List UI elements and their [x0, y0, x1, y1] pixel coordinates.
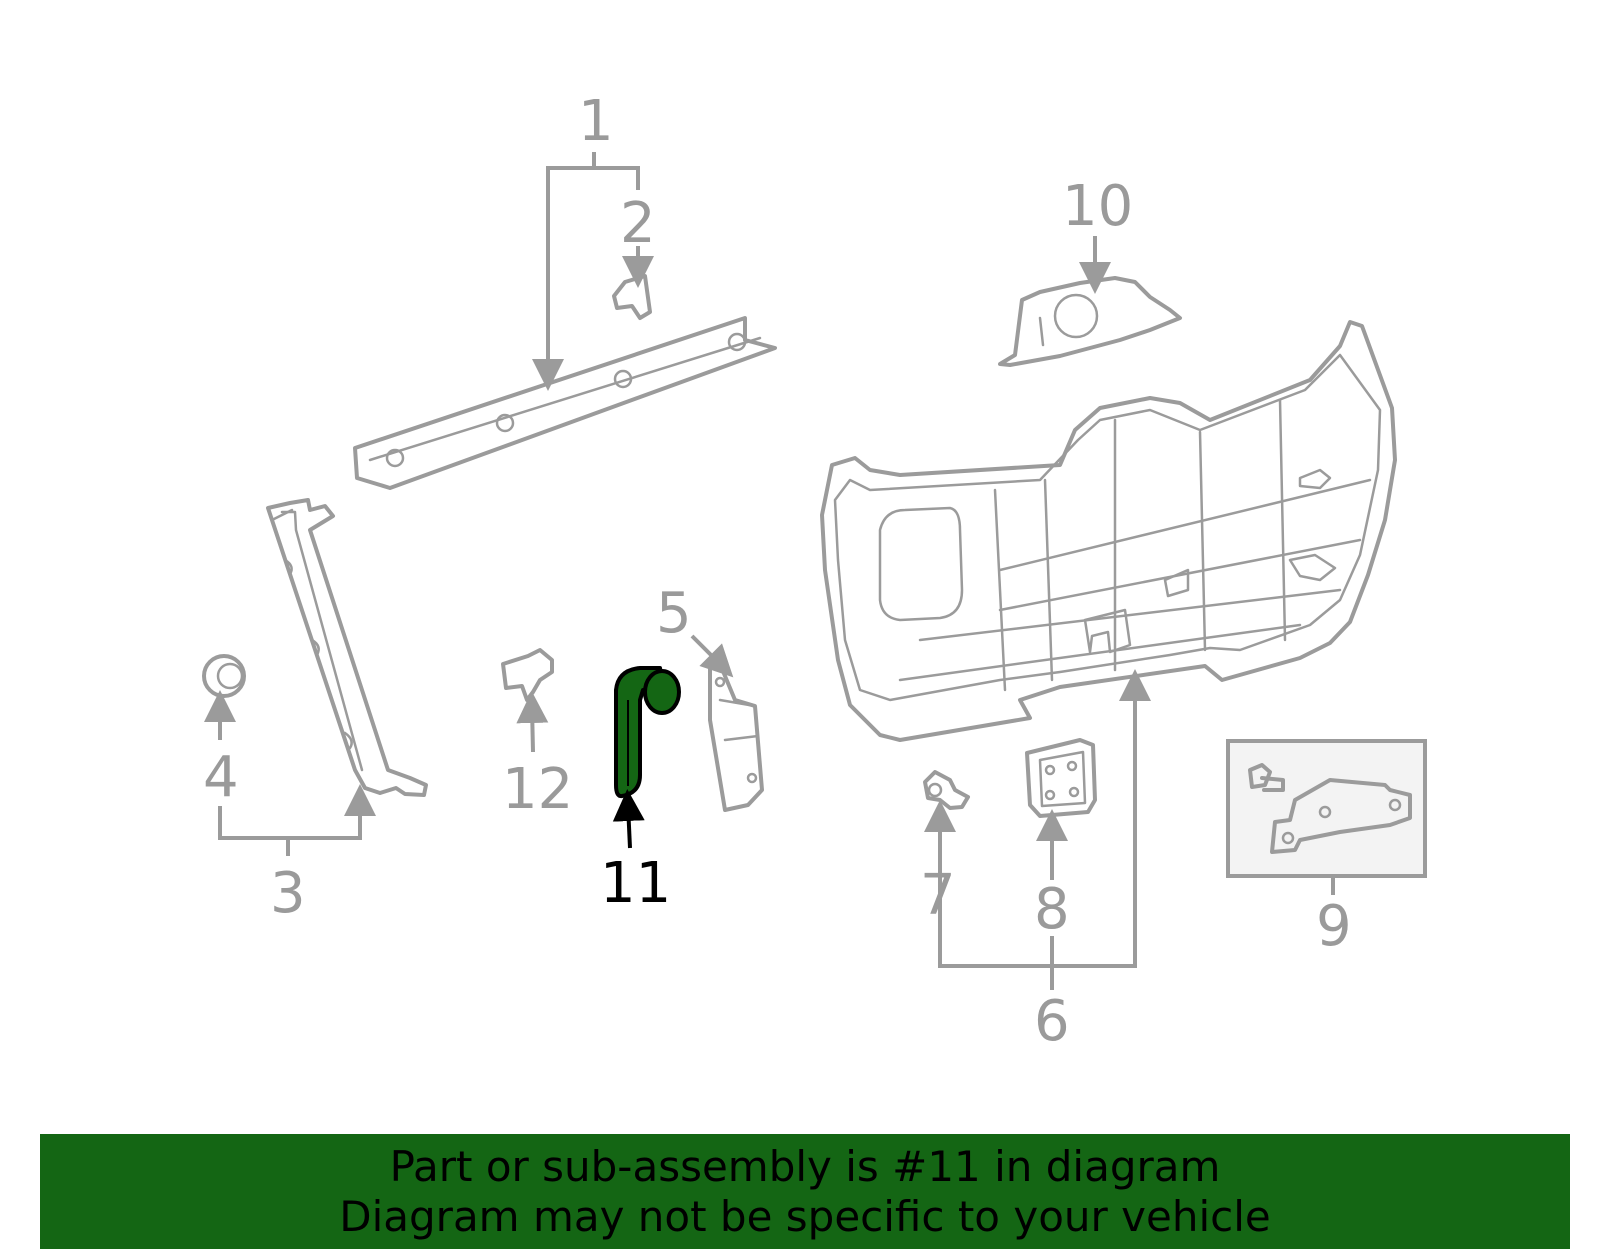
callout-10: 10 — [1062, 174, 1133, 239]
part-7-clip[interactable] — [923, 770, 970, 810]
callout-6: 6 — [1034, 989, 1070, 1054]
part-6-main-trim-panel[interactable] — [820, 320, 1397, 742]
callout-12: 12 — [502, 757, 573, 822]
callout-7: 7 — [920, 863, 956, 928]
callout-8: 8 — [1034, 877, 1070, 942]
part-1-upper-trim-rail[interactable] — [353, 316, 777, 490]
part-3-side-trim[interactable] — [266, 498, 428, 797]
callout-9: 9 — [1316, 894, 1352, 959]
part-9-hinge-kit[interactable] — [1226, 739, 1427, 878]
part-10-cover[interactable] — [998, 276, 1182, 367]
callout-1: 1 — [578, 89, 614, 154]
callout-2: 2 — [620, 191, 656, 256]
banner-line-2: Diagram may not be specific to your vehi… — [339, 1192, 1271, 1241]
callout-3: 3 — [270, 861, 306, 926]
callout-labels: 1 2 3 4 5 6 7 8 9 10 11 12 — [203, 89, 1352, 1054]
callout-5: 5 — [656, 581, 692, 646]
banner-line-1: Part or sub-assembly is #11 in diagram — [389, 1142, 1221, 1191]
part-2-clip[interactable] — [612, 274, 652, 320]
part-12-clip[interactable] — [501, 648, 554, 702]
info-banner: Part or sub-assembly is #11 in diagram D… — [40, 1134, 1570, 1249]
callout-4: 4 — [203, 745, 239, 810]
leader-lines — [204, 152, 1335, 990]
part-11-pull-handle-highlighted[interactable] — [614, 666, 681, 799]
part-4-grommet[interactable] — [202, 654, 246, 698]
callout-11-selected: 11 — [600, 851, 671, 916]
part-8-bracket[interactable] — [1025, 738, 1097, 818]
part-5-bracket[interactable] — [708, 658, 764, 812]
